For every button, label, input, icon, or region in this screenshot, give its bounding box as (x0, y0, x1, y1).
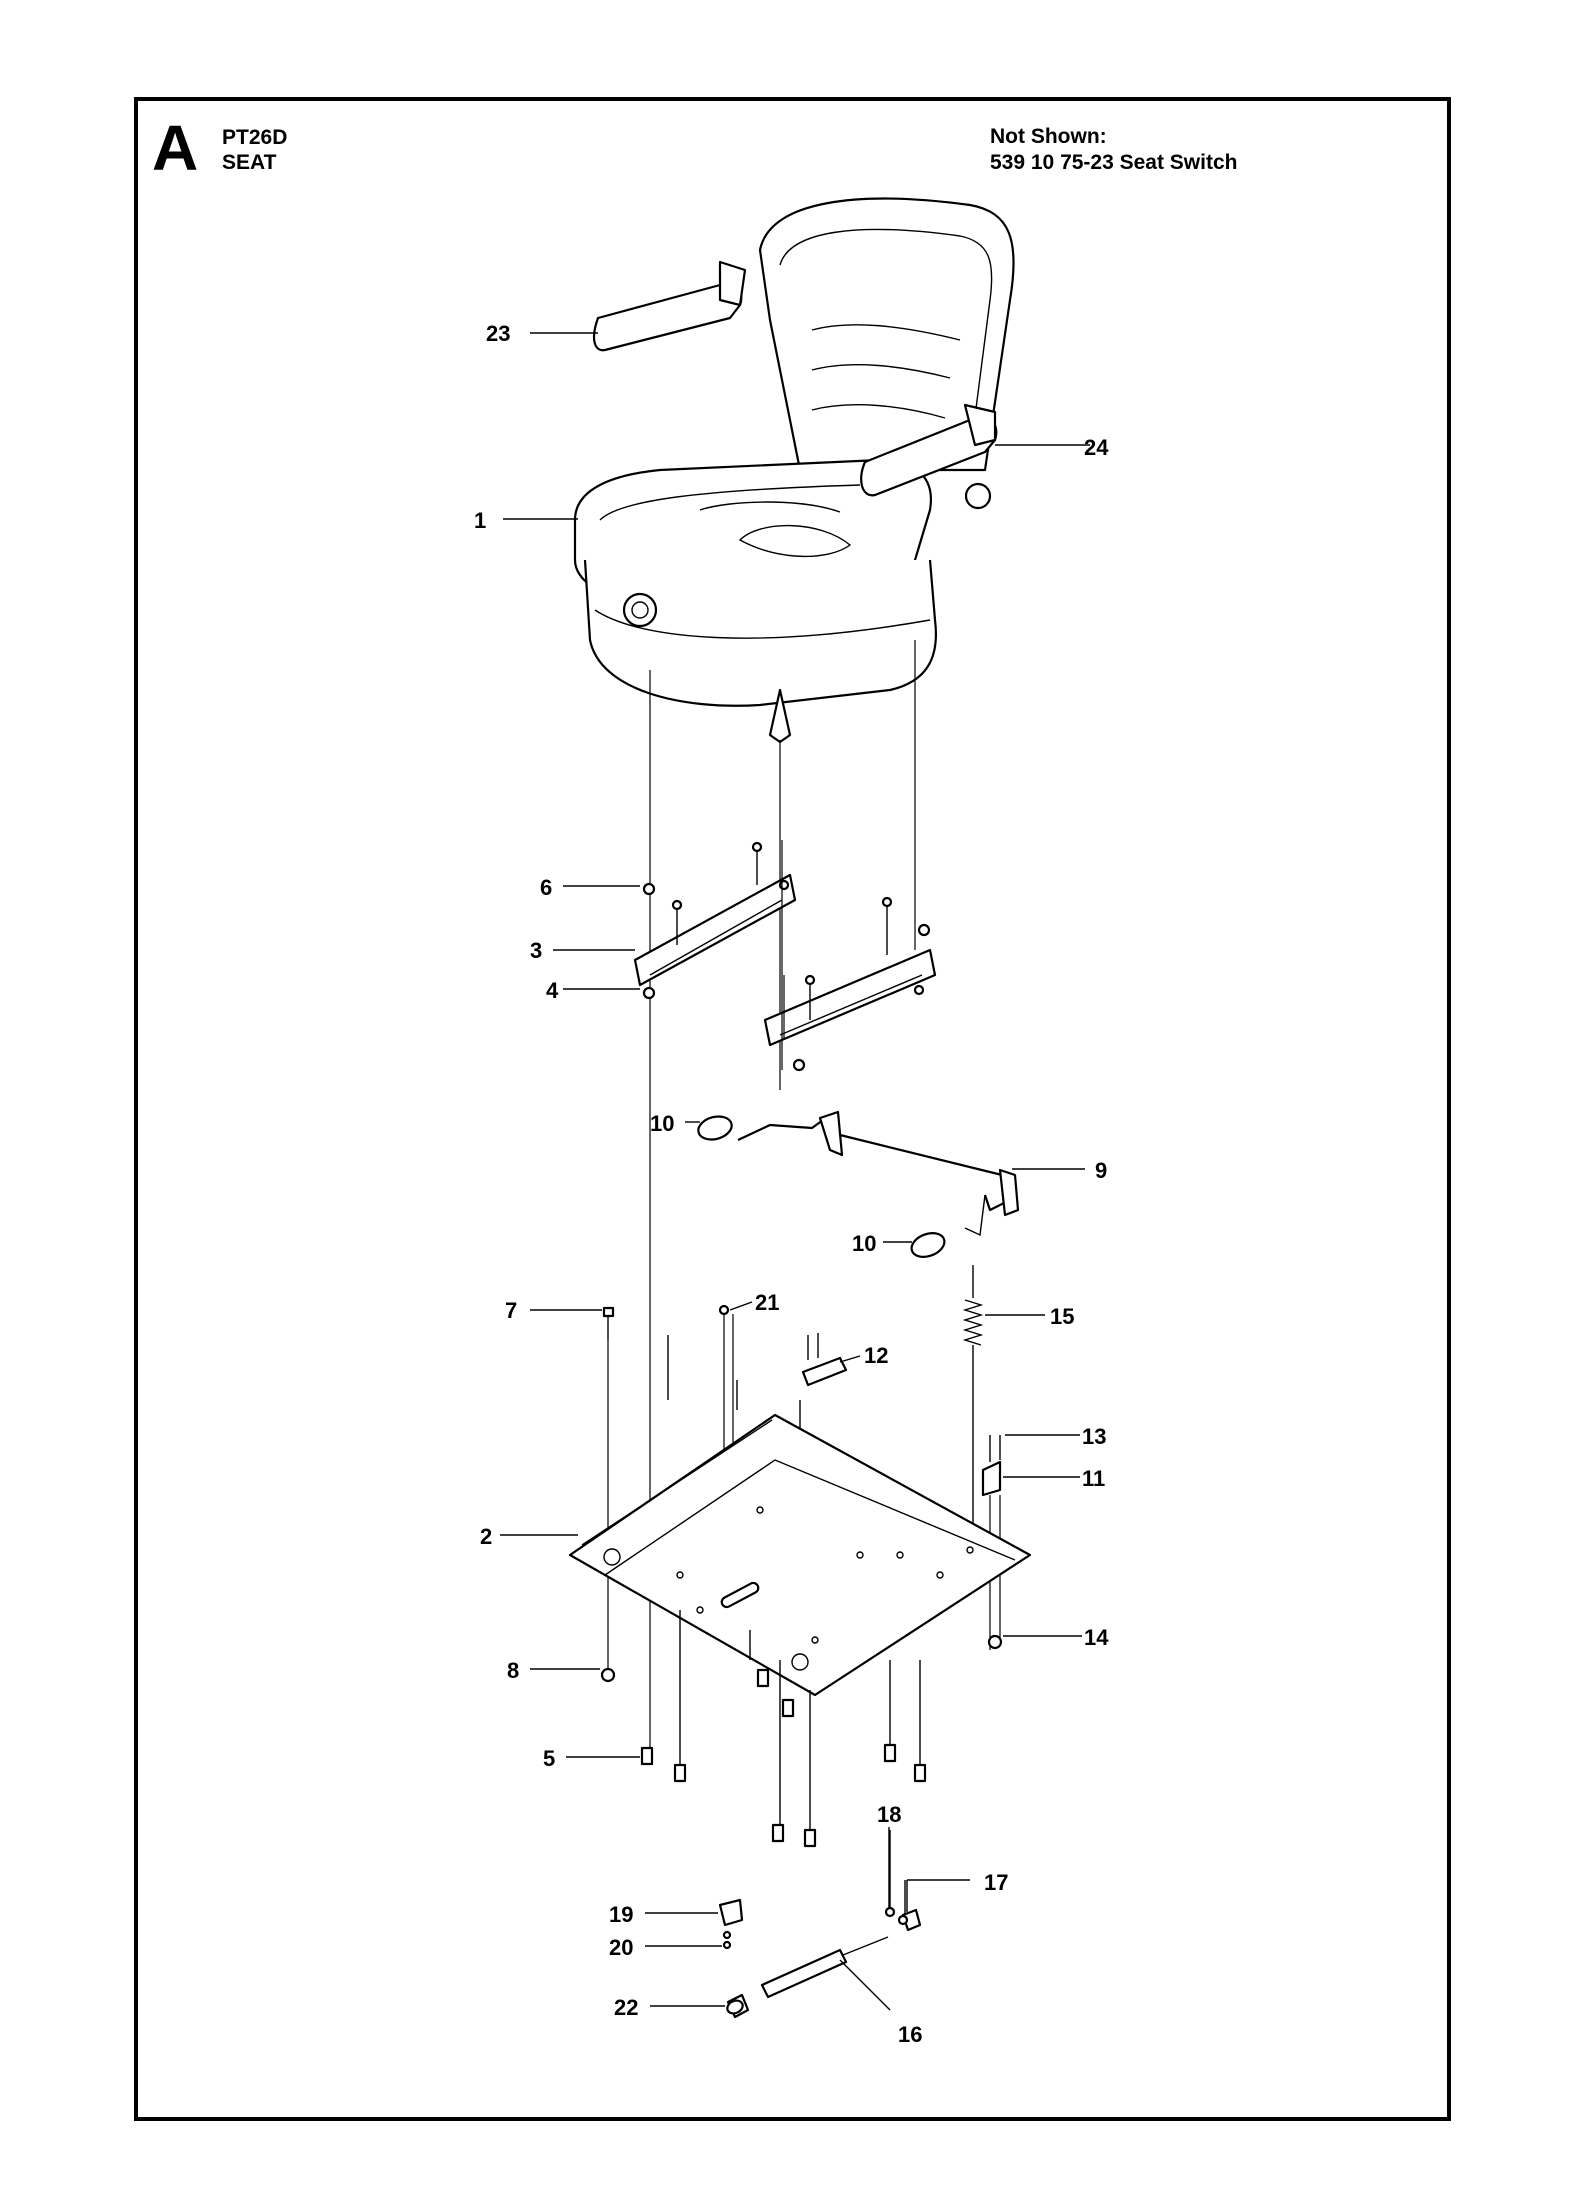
section-letter: A (152, 112, 199, 184)
bracket-11 (981, 1435, 1002, 1650)
slide-rail-left (633, 841, 797, 987)
callout-10-lower: 10 (852, 1231, 876, 1256)
callout-19: 19 (609, 1902, 633, 1927)
model-name: PT26D (222, 126, 288, 149)
callout-9: 9 (1095, 1158, 1107, 1183)
nut-14 (987, 1634, 1003, 1650)
callout-18: 18 (877, 1802, 901, 1827)
callout-23: 23 (486, 321, 510, 346)
not-shown-item: 539 10 75-23 Seat Switch (990, 151, 1238, 174)
callout-14: 14 (1084, 1625, 1109, 1650)
end-fitting-22 (726, 1993, 750, 2019)
bolt-7 (602, 1306, 615, 1670)
gas-spring-16 (760, 1936, 889, 1999)
not-shown-heading: Not Shown: (990, 125, 1107, 148)
callout-6: 6 (540, 875, 552, 900)
switch-parts (884, 1830, 922, 1932)
callout-10-upper: 10 (650, 1111, 674, 1136)
callout-15: 15 (1050, 1304, 1074, 1329)
seat-knob-left (622, 592, 658, 628)
seat-knob-right (964, 482, 992, 510)
callout-22: 22 (614, 1995, 638, 2020)
callout-7: 7 (505, 1298, 517, 1323)
seat-base (583, 559, 937, 707)
nut-6 (642, 882, 656, 896)
callout-21: 21 (755, 1290, 779, 1315)
handle-10-upper (697, 1115, 733, 1141)
lower-fasteners (600, 1610, 1003, 1848)
seat-assembly (573, 197, 1015, 744)
slide-rail-right (763, 896, 937, 1047)
callout-12: 12 (864, 1343, 888, 1368)
plate-12 (799, 1333, 848, 1440)
nut-8 (600, 1667, 616, 1683)
callout-20: 20 (609, 1935, 633, 1960)
spring-15 (962, 1265, 984, 1560)
callout-4: 4 (546, 978, 559, 1003)
callout-24: 24 (1084, 435, 1109, 460)
washer-4 (642, 986, 656, 1000)
callout-5: 5 (543, 1746, 555, 1771)
seat-backrest (758, 197, 1015, 472)
base-plate (568, 1413, 1032, 1697)
section-title: SEAT (222, 151, 277, 174)
adjust-rod-assembly (737, 1110, 1020, 1237)
page-frame (134, 97, 1451, 2121)
callout-2: 2 (480, 1524, 492, 1549)
callout-17: 17 (984, 1870, 1008, 1895)
callout-1: 1 (474, 508, 486, 533)
callout-13: 13 (1082, 1424, 1106, 1449)
callout-8: 8 (507, 1658, 519, 1683)
bracket-19 (718, 1898, 744, 1950)
callout-16: 16 (898, 2022, 922, 2047)
callout-3: 3 (530, 938, 542, 963)
callout-11: 11 (1082, 1466, 1105, 1491)
handle-10-lower (910, 1232, 946, 1258)
